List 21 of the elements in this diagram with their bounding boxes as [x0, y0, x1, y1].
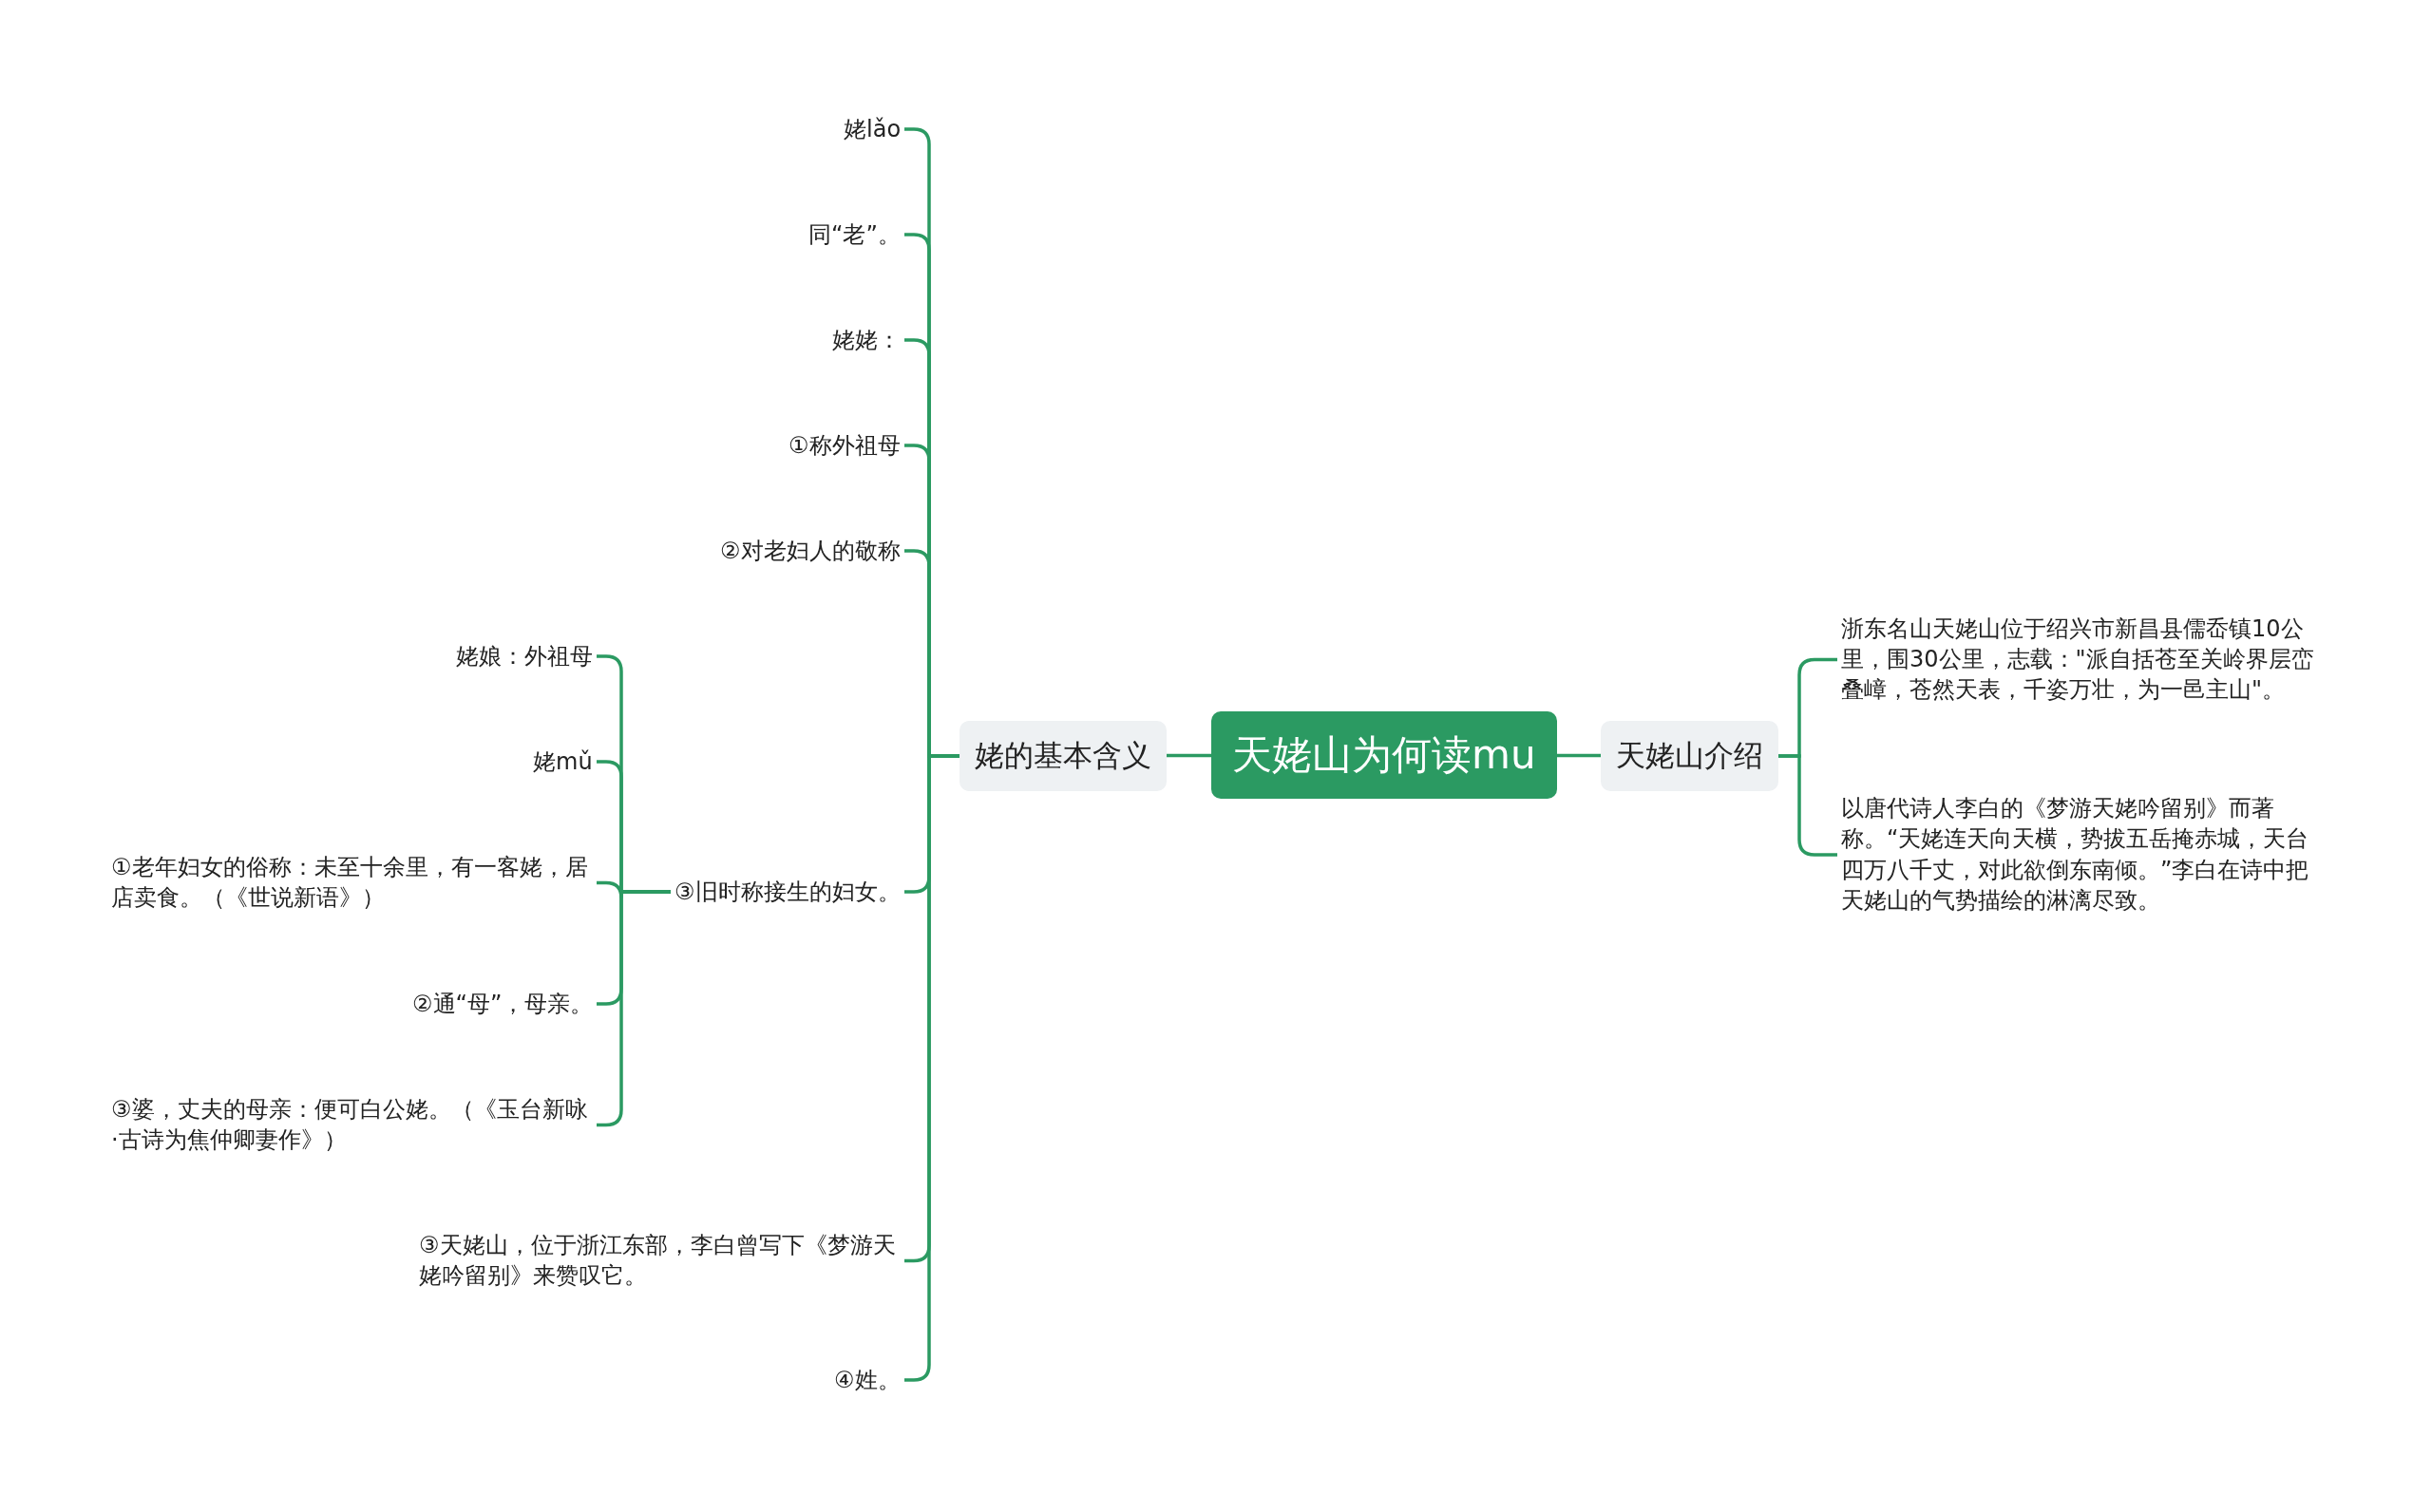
branch-text: 姥mǔ [529, 745, 597, 780]
branch-text: 姥lǎo [840, 112, 905, 147]
branch-text: ②对老妇人的敬称 [716, 534, 904, 569]
central-topic: 天姥山为何读mu [1211, 710, 1557, 800]
topic-box: 姥的基本含义 [960, 721, 1167, 791]
branch-text: ④姓。 [830, 1363, 904, 1398]
branch-text: ③旧时称接生的妇女。 [671, 875, 904, 910]
branch-text: ②通“母”，母亲。 [408, 987, 598, 1022]
branch-text: 浙东名山天姥山位于绍兴市新昌县儒岙镇10公里，围30公里，志载："派自括苍至关岭界层峦叠嶂，苍然天表，千姿万壮，为一邑主山"。 [1837, 611, 2331, 708]
branch-text: ③天姥山，位于浙江东部，李白曾写下《梦游天姥吟留别》来赞叹它。 [415, 1227, 904, 1294]
branch-text: 姥姥： [828, 323, 904, 358]
branch-text: 同“老”。 [805, 217, 904, 253]
connector-line [1167, 753, 1211, 758]
topic-box: 天姥山介绍 [1601, 721, 1778, 791]
branch-text: 姥娘：外祖母 [452, 639, 597, 674]
branch-text: ①称外祖母 [785, 428, 904, 463]
connector-line [1778, 754, 1837, 857]
connector-line [1557, 753, 1601, 758]
branch-text: ③婆，丈夫的母亲：便可白公姥。（《玉台新咏·古诗为焦仲卿妻作》） [107, 1091, 597, 1158]
branch-text: 以唐代诗人李白的《梦游天姥吟留别》而著称。“天姥连天向天横，势拔五岳掩赤城，天台四万八千丈，对此欲倒东南倾。”李白在诗中把天姥山的气势描绘的淋漓尽致。 [1837, 791, 2331, 918]
branch-text: ①老年妇女的俗称：未至十余里，有一客姥，居店卖食。（《世说新语》） [107, 849, 597, 916]
